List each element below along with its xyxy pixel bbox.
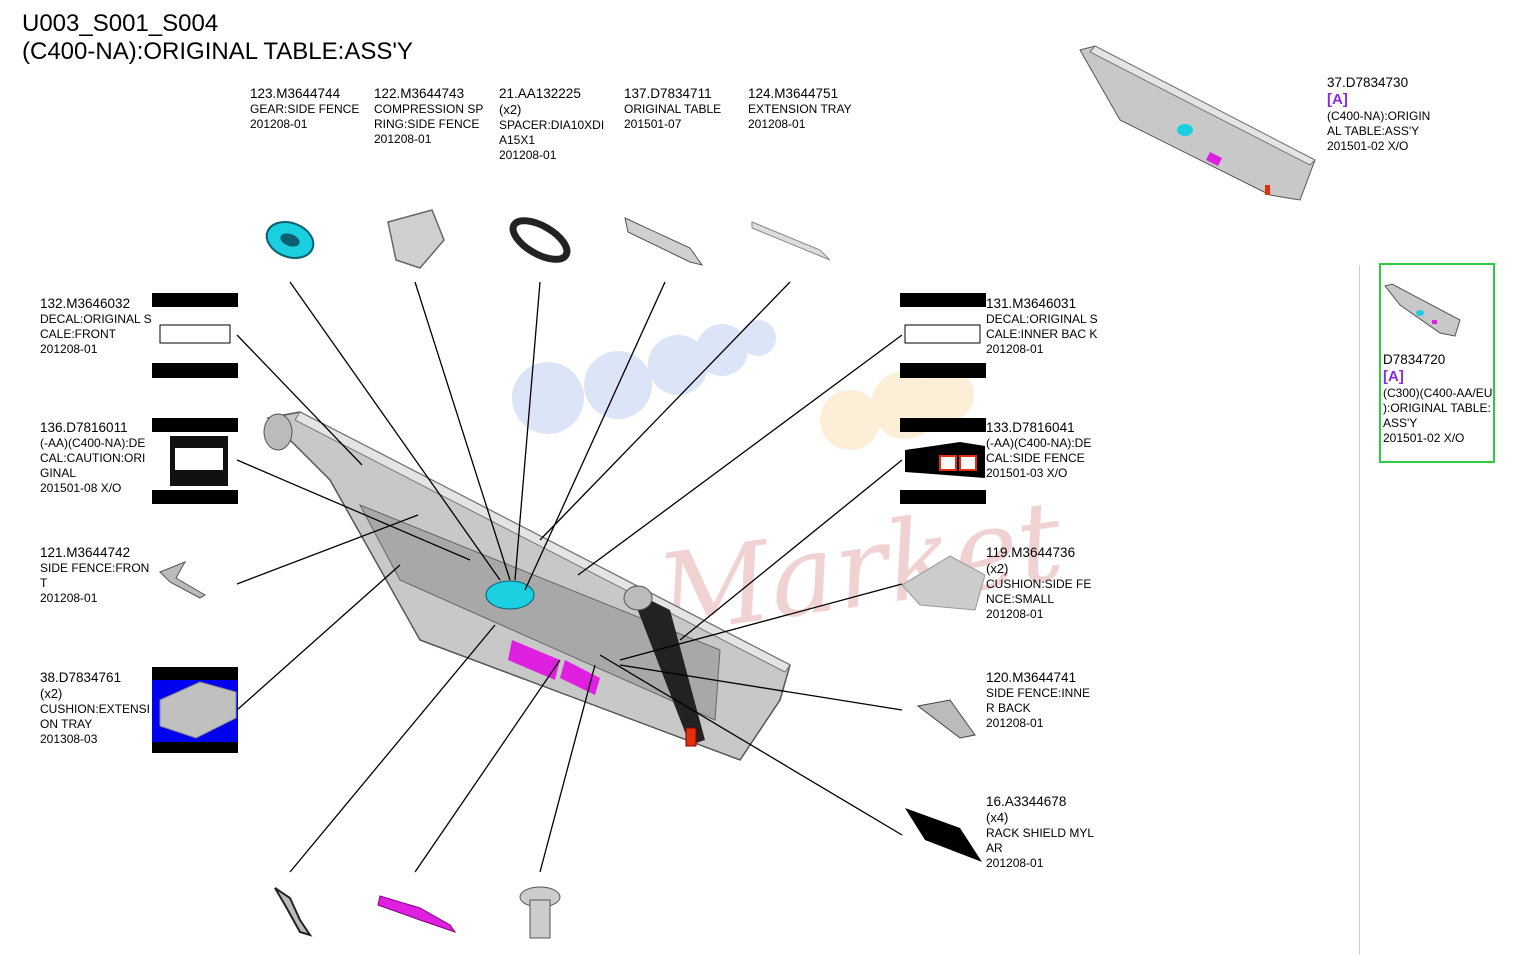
part-label-38[interactable]: 38.D7834761 (x2) CUSHION:EXTENSI ON TRAY… bbox=[40, 670, 151, 746]
sidebar-divider bbox=[1359, 265, 1360, 955]
decal-thumbnails bbox=[152, 293, 986, 753]
part-label-137[interactable]: 137.D7834711 ORIGINAL TABLE 201501-07 bbox=[624, 86, 722, 131]
part-label-119[interactable]: 119.M3644736 (x2) CUSHION:SIDE FE NCE:SM… bbox=[986, 545, 1092, 621]
part-label-123[interactable]: 123.M3644744 GEAR:SIDE FENCE 201208-01 bbox=[250, 86, 360, 131]
page-subtitle: (C400-NA):ORIGINAL TABLE:ASS'Y bbox=[22, 38, 413, 65]
part-label-122[interactable]: 122.M3644743 COMPRESSION SP RING:SIDE FE… bbox=[374, 86, 484, 146]
part-icons-top bbox=[265, 209, 831, 269]
assembly-thumbnail bbox=[1079, 45, 1316, 201]
part-icons-bottom bbox=[274, 886, 561, 939]
part-label-37[interactable]: 37.D7834730 [A] (C400-NA):ORIGIN AL TABL… bbox=[1327, 75, 1439, 154]
page-title: U003_S001_S004 bbox=[22, 10, 219, 37]
part-label-124[interactable]: 124.M3644751 EXTENSION TRAY 201208-01 bbox=[748, 86, 852, 131]
part-label-133[interactable]: 133.D7816041 (-AA)(C400-NA):DE CAL:SIDE … bbox=[986, 420, 1092, 480]
part-label-136[interactable]: 136.D7816011 (-AA)(C400-NA):DE CAL:CAUTI… bbox=[40, 420, 146, 495]
selected-thumbnail bbox=[1384, 283, 1461, 337]
part-label-131[interactable]: 131.M3646031 DECAL:ORIGINAL SCALE:INNER … bbox=[986, 296, 1098, 356]
part-label-16[interactable]: 16.A3344678 (x4) RACK SHIELD MYL AR 2012… bbox=[986, 794, 1094, 870]
revision-badge: [A] bbox=[1383, 368, 1404, 385]
part-label-132[interactable]: 132.M3646032 DECAL:ORIGINAL SCALE:FRONT … bbox=[40, 296, 152, 356]
leader-lines bbox=[236, 281, 903, 873]
selected-variant-frame[interactable] bbox=[1379, 263, 1495, 463]
part-label-21[interactable]: 21.AA132225 (x2) SPACER:DIA10XDI A15X1 2… bbox=[499, 86, 605, 162]
revision-badge: [A] bbox=[1327, 91, 1348, 108]
selected-variant-label[interactable]: D7834720 [A] (C300)(C400-AA/EU ):ORIGINA… bbox=[1383, 352, 1495, 446]
part-icons-side bbox=[159, 555, 986, 862]
part-label-120[interactable]: 120.M3644741 SIDE FENCE:INNE R BACK 2012… bbox=[986, 670, 1091, 730]
part-label-121[interactable]: 121.M3644742 SIDE FENCE:FRON T 201208-01 bbox=[40, 545, 150, 605]
main-assembly bbox=[263, 411, 791, 761]
